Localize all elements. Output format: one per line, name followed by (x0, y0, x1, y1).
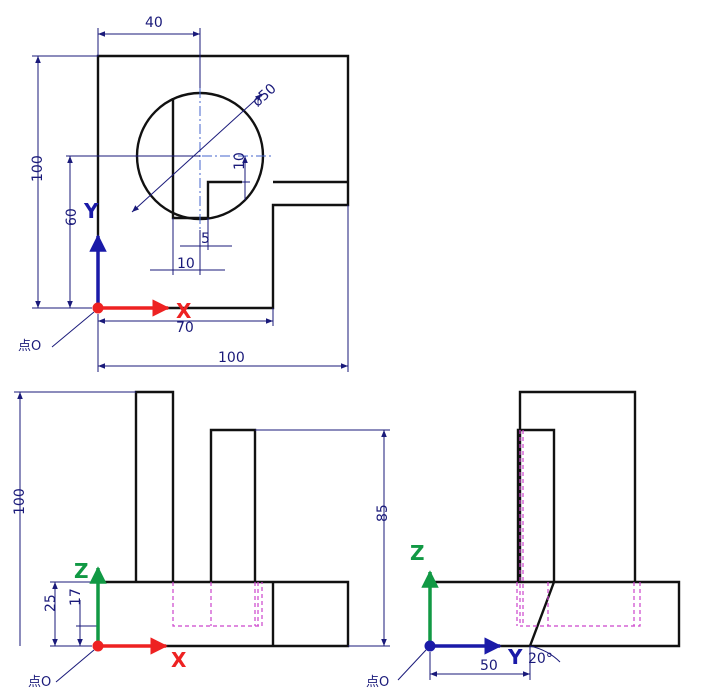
front-view-base (96, 580, 350, 648)
front-origin-label: 点O (28, 675, 51, 690)
dim-text-100-v: 100 (30, 155, 46, 182)
side-z-label: Z (410, 541, 425, 565)
front-z-label: Z (74, 559, 89, 583)
dim-text-front-100: 100 (12, 488, 28, 515)
side-origin-dot (424, 640, 436, 652)
top-x-label: X (176, 299, 192, 323)
dim-text-front-17: 17 (68, 588, 84, 606)
dim-text-dia50: ø50 (249, 81, 279, 111)
side-view: 50 20° Y Z 点O (366, 390, 681, 690)
top-origin-dot (92, 302, 104, 314)
side-view-base (428, 580, 681, 648)
side-y-label: Y (507, 645, 523, 669)
front-view: 100 25 17 85 X Z 点O (12, 390, 391, 690)
front-view-tall-post (134, 390, 175, 582)
front-view-short-post (209, 428, 257, 582)
dim-text-side-50: 50 (480, 658, 498, 674)
dim-arc-side-angle (529, 645, 561, 663)
top-view: 40 ø50 100 60 10 5 10 70 100 (18, 15, 350, 372)
side-origin-leader (397, 649, 427, 681)
dim-text-front-85: 85 (375, 504, 391, 522)
top-origin-leader (51, 311, 95, 348)
dim-line-dia50 (131, 93, 263, 213)
side-view-chamfer (528, 581, 556, 647)
dim-text-side-angle: 20° (528, 651, 553, 667)
front-x-label: X (171, 648, 187, 672)
side-origin-label: 点O (366, 675, 389, 690)
top-origin-label: 点O (18, 339, 41, 354)
side-view-short-post (516, 428, 556, 582)
dim-text-5: 5 (201, 231, 210, 247)
dim-text-40: 40 (145, 15, 163, 31)
top-y-label: Y (83, 199, 99, 223)
dim-text-60: 60 (64, 208, 80, 226)
dim-text-front-25: 25 (43, 594, 59, 612)
dim-text-70: 70 (176, 320, 194, 336)
side-view-tall-post (518, 390, 637, 582)
front-origin-dot (92, 640, 104, 652)
front-origin-leader (55, 649, 95, 683)
side-view-hidden-lines (516, 430, 641, 627)
dim-text-10h: 10 (177, 256, 195, 272)
front-view-hidden-lines (172, 582, 263, 627)
dim-text-10v: 10 (232, 152, 248, 170)
dim-text-100-h: 100 (218, 350, 245, 366)
